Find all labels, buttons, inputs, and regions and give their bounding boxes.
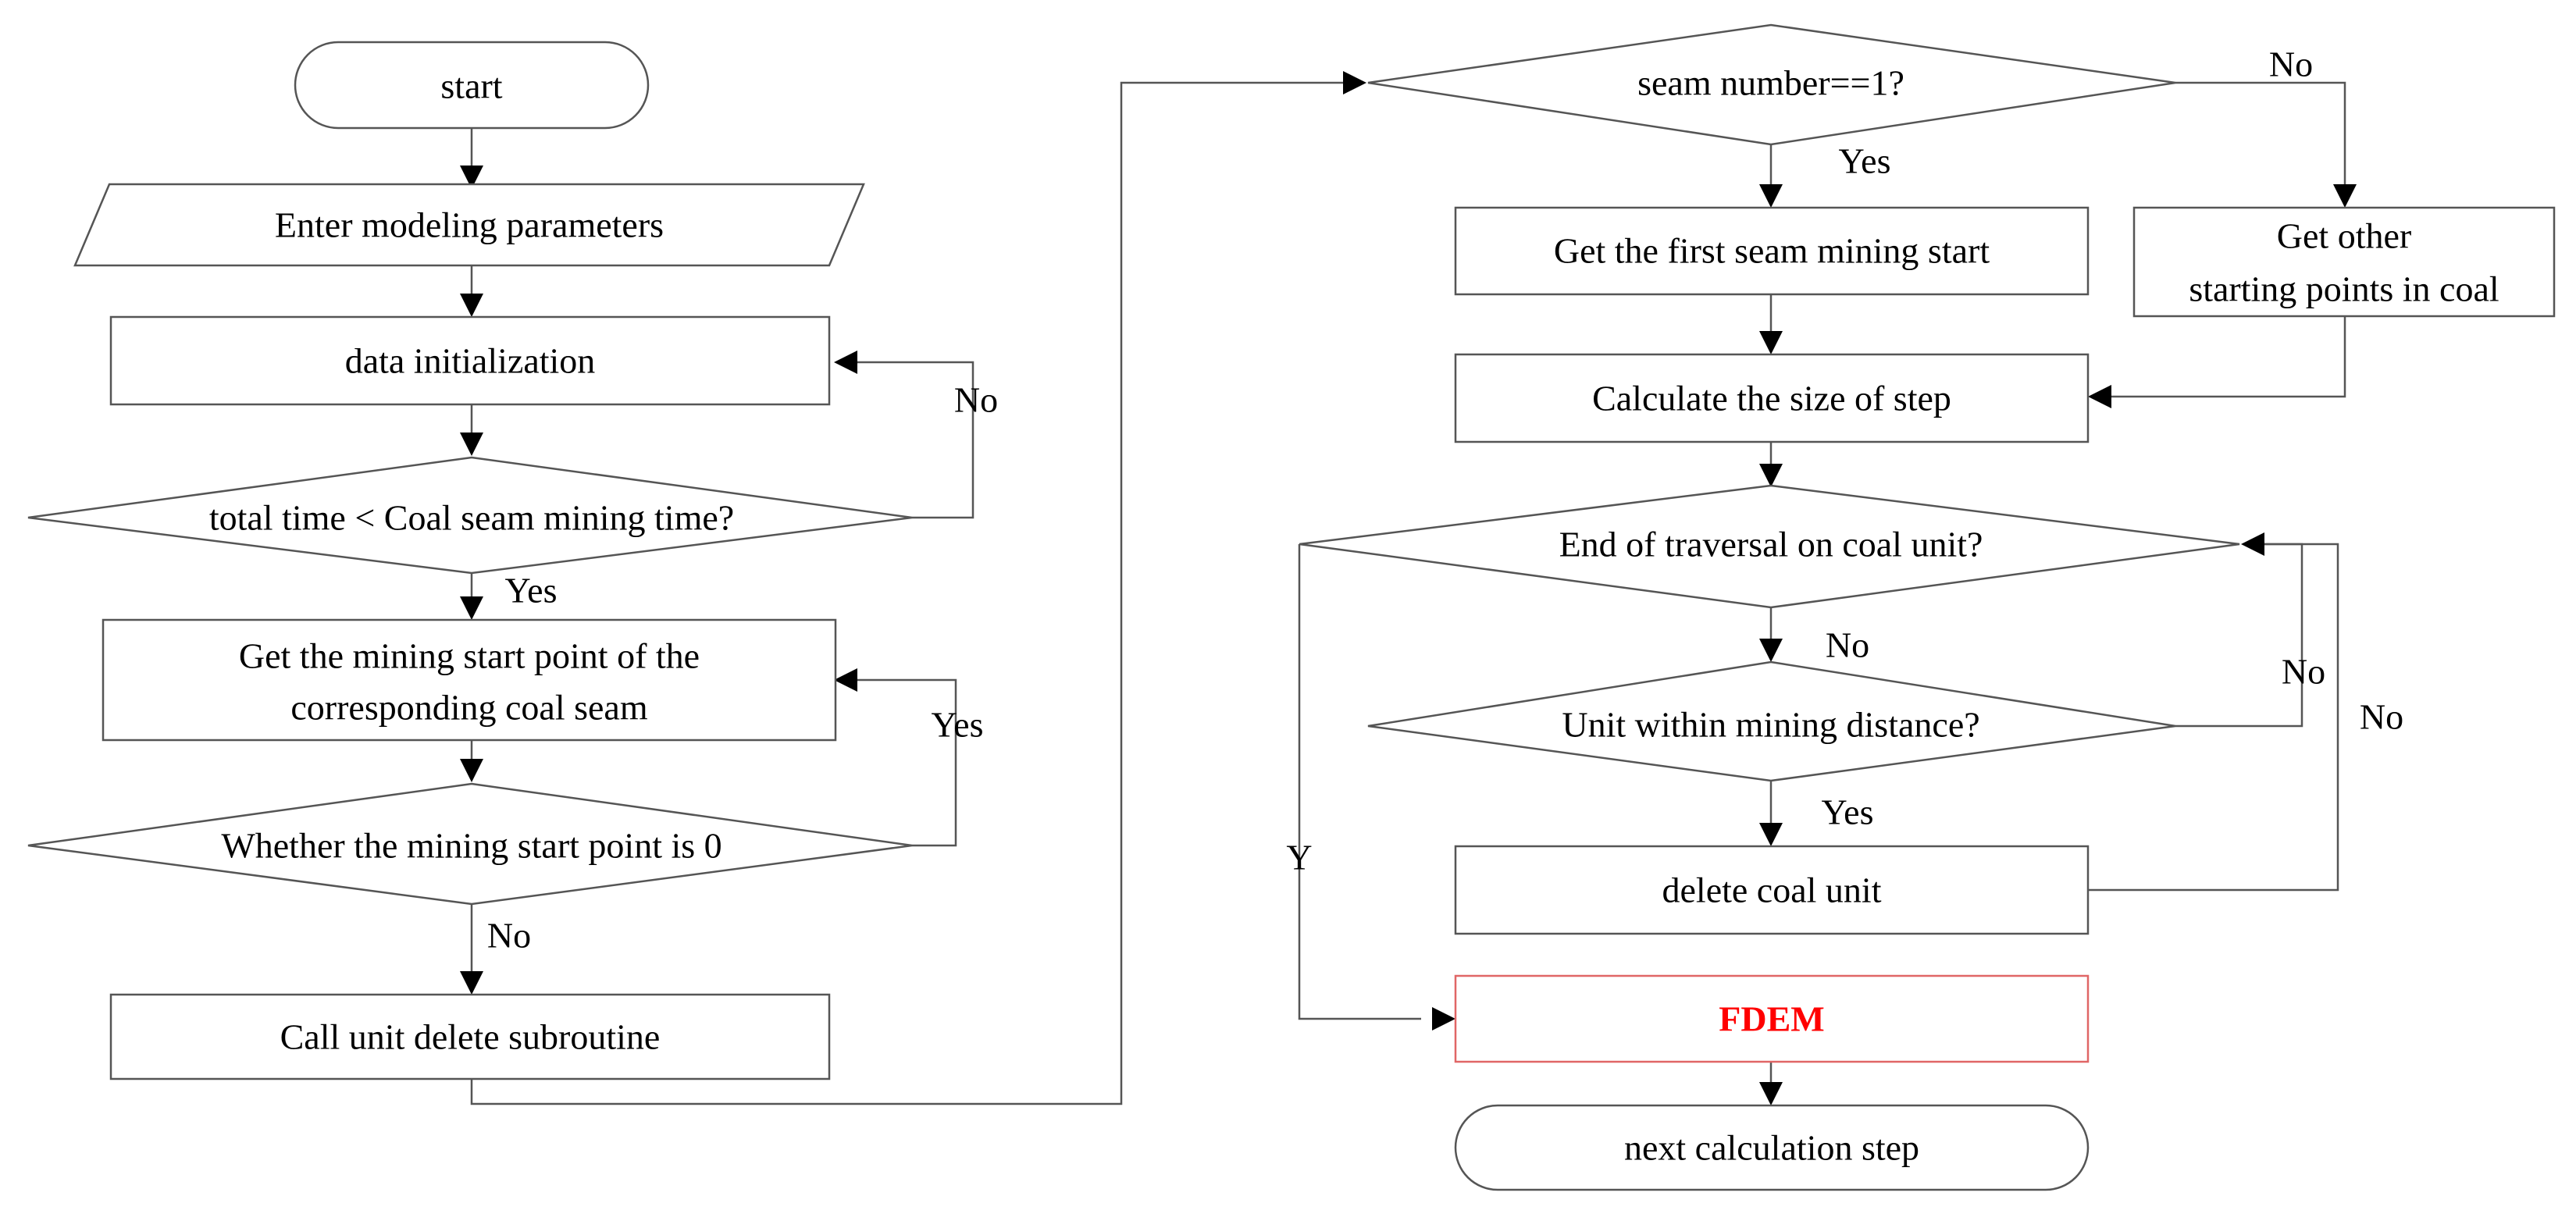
arrow-to-params — [460, 166, 483, 189]
arrow-to-call — [460, 971, 483, 995]
label-traversal-y: Y — [1286, 838, 1312, 877]
node-get-first-seam-label: Get the first seam mining start — [1554, 231, 1990, 271]
node-total-time-check: total time < Coal seam mining time? — [27, 456, 913, 575]
node-seam-number-check-label: seam number==1? — [1637, 63, 1904, 103]
node-get-other-line2: starting points in coal — [2189, 269, 2499, 309]
node-enter-params: Enter modeling parameters — [73, 183, 865, 267]
node-get-start-point-line2: corresponding coal seam — [290, 688, 648, 728]
arrow-to-getstart — [460, 596, 483, 620]
node-enter-params-label: Enter modeling parameters — [275, 205, 664, 245]
label-traversal-no: No — [1826, 625, 1869, 665]
edge-within-no — [2175, 543, 2303, 728]
node-delete-coal-unit-label: delete coal unit — [1662, 870, 1882, 910]
arrow-to-zerocheck — [460, 759, 483, 782]
arrow-to-within — [1759, 639, 1783, 662]
node-data-init: data initialization — [109, 315, 831, 406]
node-next-step-label: next calculation step — [1624, 1128, 1919, 1168]
edge-labels: No Yes Yes No Yes No No Y Yes No No — [487, 44, 2403, 956]
node-unit-within-check: Unit within mining distance? — [1367, 660, 2176, 782]
node-end-traversal-check-label: End of traversal on coal unit? — [1559, 525, 1983, 564]
edge-call-to-seamcheck — [470, 81, 1343, 1105]
node-start-point-zero-check-label: Whether the mining start point is 0 — [221, 826, 721, 866]
node-start-label: start — [440, 66, 502, 106]
label-start-point-yes: Yes — [932, 705, 984, 745]
node-get-other-line1: Get other — [2277, 216, 2411, 256]
arrowheads — [460, 71, 2357, 1105]
node-next-step: next calculation step — [1454, 1104, 2090, 1191]
label-within-no: No — [2282, 652, 2325, 692]
node-total-time-check-label: total time < Coal seam mining time? — [209, 498, 734, 538]
arrow-to-totaltime — [460, 433, 483, 456]
node-unit-within-check-label: Unit within mining distance? — [1562, 705, 1979, 745]
connectors — [470, 81, 2346, 1105]
label-start-point-no: No — [487, 916, 531, 956]
node-fdem: FDEM — [1454, 974, 2090, 1063]
arrow-y-to-fdem — [1432, 1007, 1455, 1031]
arrow-to-delete — [1759, 823, 1783, 846]
node-call-delete: Call unit delete subroutine — [109, 993, 831, 1080]
arrow-to-next — [1759, 1082, 1783, 1105]
edge-zero-yes-loop — [857, 678, 957, 847]
node-delete-coal-unit: delete coal unit — [1454, 845, 2090, 935]
arrow-to-init — [460, 294, 483, 317]
node-call-delete-label: Call unit delete subroutine — [280, 1017, 661, 1057]
arrow-to-other — [2333, 184, 2357, 208]
label-within-yes: Yes — [1822, 792, 1874, 832]
node-get-other: Get other starting points in coal — [2132, 206, 2556, 318]
arrow-no-to-init — [834, 351, 857, 374]
arrow-other-to-calc — [2088, 385, 2111, 408]
node-seam-number-check: seam number==1? — [1367, 23, 2176, 146]
node-fdem-label: FDEM — [1719, 999, 1824, 1039]
node-start: start — [294, 41, 650, 130]
node-end-traversal-check: End of traversal on coal unit? — [1299, 484, 2240, 609]
label-total-time-no: No — [954, 380, 998, 420]
node-calc-step: Calculate the size of step — [1454, 353, 2090, 443]
label-total-time-yes: Yes — [505, 571, 558, 610]
arrow-yes-to-getstart — [834, 668, 857, 692]
node-data-init-label: data initialization — [345, 341, 596, 381]
node-get-start-point: Get the mining start point of the corres… — [102, 618, 837, 742]
arrow-to-seamcheck — [1343, 71, 1366, 94]
arrow-first-to-calc — [1759, 331, 1783, 354]
label-delete-loop-no: No — [2360, 697, 2403, 737]
edge-totaltime-no-loop — [857, 361, 974, 519]
edge-traversal-y — [1298, 544, 1421, 1020]
edge-other-to-calc — [2108, 316, 2346, 398]
label-seam-yes: Yes — [1839, 141, 1891, 181]
node-get-start-point-line1: Get the mining start point of the — [239, 636, 700, 676]
arrow-to-first-seam — [1759, 184, 1783, 208]
label-seam-no: No — [2269, 44, 2313, 84]
edge-delete-loop — [2088, 543, 2339, 892]
node-start-point-zero-check: Whether the mining start point is 0 — [27, 782, 913, 906]
node-calc-step-label: Calculate the size of step — [1592, 379, 1951, 418]
edge-seam-no — [2175, 81, 2346, 192]
node-get-first-seam: Get the first seam mining start — [1454, 206, 2090, 296]
arrow-loop-to-traversal — [2241, 532, 2264, 556]
arrow-to-traversal — [1759, 464, 1783, 487]
